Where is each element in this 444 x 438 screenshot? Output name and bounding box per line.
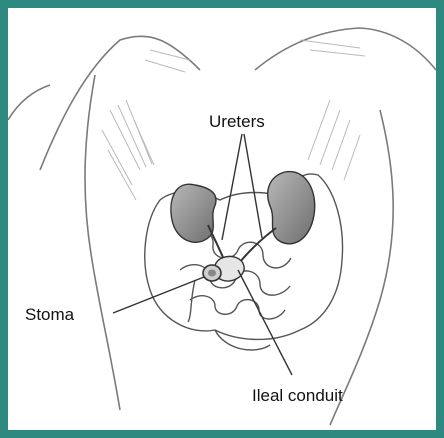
ureters-label: Ureters — [209, 112, 265, 132]
right-kidney — [268, 172, 315, 244]
ileal-conduit-label: Ileal conduit — [252, 386, 343, 406]
anatomy-illustration — [8, 8, 436, 430]
left-kidney — [171, 184, 216, 242]
stoma-inner — [208, 270, 216, 277]
stoma-label: Stoma — [25, 305, 74, 325]
